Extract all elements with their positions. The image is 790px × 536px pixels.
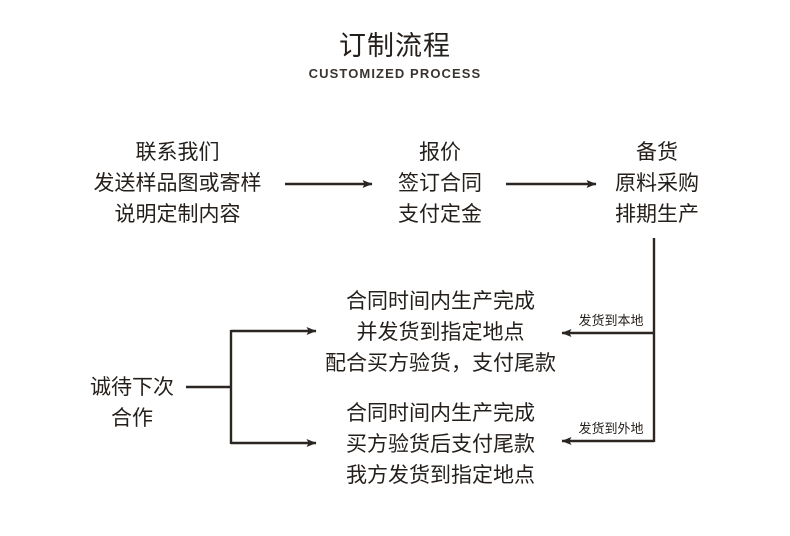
node-contact-line-1: 联系我们 (135, 140, 220, 164)
node-remote-delivery-line-2: 买方验货后支付尾款 (346, 432, 535, 456)
node-stock: 备货 原料采购 排期生产 (592, 137, 722, 230)
edge-label-ship-remote: 发货到外地 (578, 422, 644, 437)
node-contact: 联系我们 发送样品图或寄样 说明定制内容 (70, 137, 285, 230)
node-remote-delivery-line-3: 我方发货到指定地点 (346, 463, 535, 487)
node-stock-line-2: 原料采购 (615, 171, 699, 195)
node-local-delivery-line-1: 合同时间内生产完成 (346, 289, 535, 313)
node-next-cooperation-line-1: 诚待下次 (90, 375, 174, 399)
node-quote-line-3: 支付定金 (398, 202, 482, 226)
edge-label-ship-local: 发货到本地 (578, 314, 644, 329)
node-local-delivery-line-3: 配合买方验货，支付尾款 (325, 351, 556, 375)
node-local-delivery-line-2: 并发货到指定地点 (356, 320, 525, 344)
node-stock-line-3: 排期生产 (615, 202, 699, 226)
page-subtitle: CUSTOMIZED PROCESS (308, 66, 482, 81)
node-contact-line-3: 说明定制内容 (114, 202, 241, 226)
node-remote-delivery-line-1: 合同时间内生产完成 (346, 401, 535, 425)
page-title: 订制流程 (339, 31, 451, 62)
node-contact-line-2: 发送样品图或寄样 (93, 171, 262, 195)
node-quote: 报价 签订合同 支付定金 (375, 137, 505, 230)
node-next-cooperation: 诚待下次 合作 (78, 372, 186, 434)
node-next-cooperation-line-2: 合作 (111, 406, 153, 430)
node-quote-line-1: 报价 (419, 140, 461, 164)
node-quote-line-2: 签订合同 (398, 171, 482, 195)
node-remote-delivery: 合同时间内生产完成 买方验货后支付尾款 我方发货到指定地点 (318, 398, 563, 491)
node-local-delivery: 合同时间内生产完成 并发货到指定地点 配合买方验货，支付尾款 (318, 286, 563, 379)
node-stock-line-1: 备货 (636, 140, 678, 164)
